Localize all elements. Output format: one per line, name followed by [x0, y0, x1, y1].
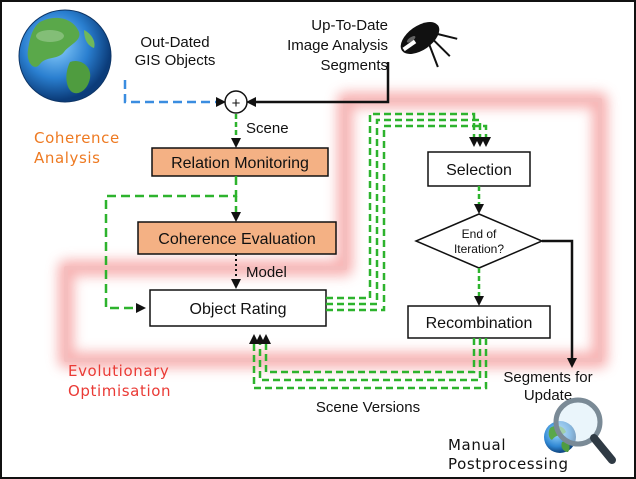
segments-update-label-1: Segments for	[503, 369, 592, 386]
decision-label-2: Iteration?	[454, 242, 504, 256]
object-rating-label: Object Rating	[190, 301, 287, 318]
end-of-iteration-decision: End of Iteration?	[414, 213, 544, 269]
outdated-label-1: Out-Dated	[140, 34, 209, 51]
decision-label-1: End of	[462, 227, 497, 241]
recombination-box: Recombination	[407, 305, 551, 339]
coherence-evaluation-label: Coherence Evaluation	[158, 231, 315, 248]
outdated-flow	[123, 80, 222, 104]
model-label: Model	[246, 264, 287, 281]
coherence-label-2: Analysis	[34, 149, 101, 167]
object-rating-box: Object Rating	[149, 289, 327, 327]
recombination-to-rating-flow	[252, 338, 488, 390]
uptodate-flow	[250, 62, 390, 104]
segments-update-label-2: Update	[524, 387, 572, 404]
satellite-icon	[400, 22, 458, 68]
coherence-label-1: Coherence	[34, 129, 120, 147]
scene-versions-label: Scene Versions	[316, 399, 420, 416]
manual-label-2: Postprocessing	[448, 455, 569, 473]
coherence-evaluation-box: Coherence Evaluation	[137, 221, 337, 255]
magnifier-globe-icon	[544, 397, 616, 464]
globe-icon	[18, 9, 112, 103]
evolutionary-label-1: Evolutionary	[68, 362, 169, 380]
selection-label: Selection	[446, 162, 512, 179]
selection-box: Selection	[427, 151, 531, 187]
uptodate-label-1: Up-To-Date	[311, 17, 388, 34]
outdated-label-2: GIS Objects	[135, 52, 216, 69]
rating-to-selection-flow	[326, 112, 488, 312]
uptodate-label-3: Segments	[320, 57, 388, 74]
combine-node: +	[224, 90, 248, 114]
scene-label: Scene	[246, 120, 289, 137]
uptodate-label-2: Image Analysis	[287, 37, 388, 54]
recombination-label: Recombination	[426, 315, 533, 332]
manual-label-1: Manual	[448, 436, 506, 454]
combine-symbol: +	[232, 95, 241, 112]
evolutionary-label-2: Optimisation	[68, 382, 171, 400]
relation-monitoring-label: Relation Monitoring	[171, 155, 309, 172]
relation-monitoring-box: Relation Monitoring	[151, 147, 329, 177]
